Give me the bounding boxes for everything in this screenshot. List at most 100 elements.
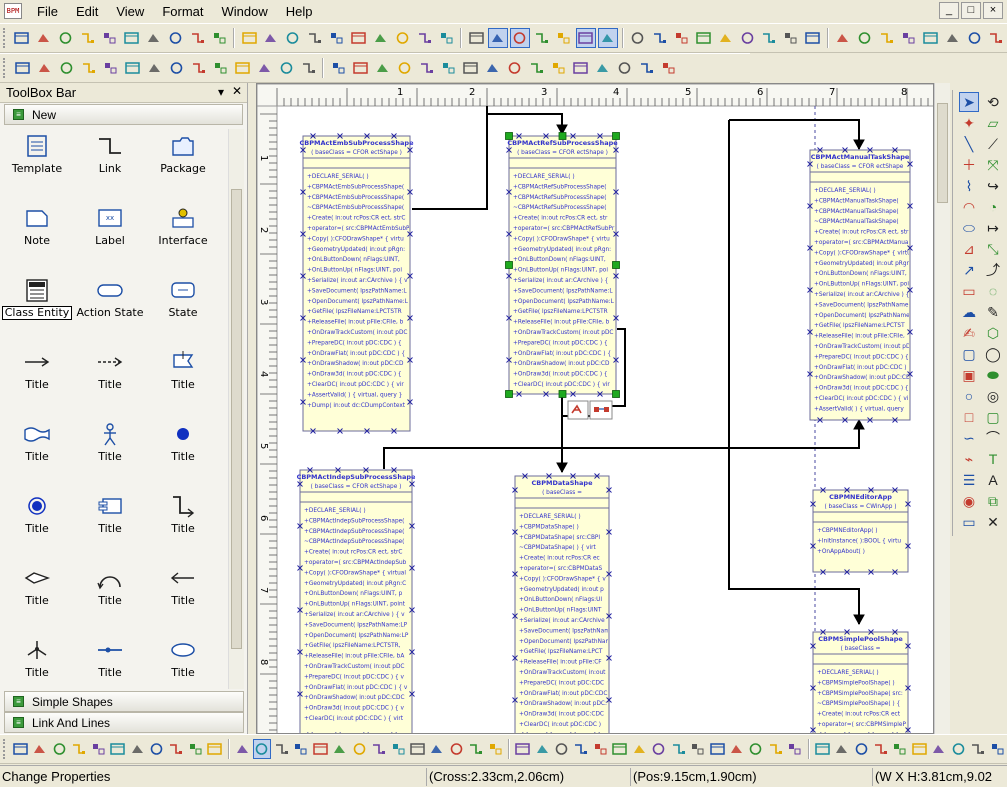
close-button[interactable]: × (983, 2, 1003, 19)
list-icon[interactable]: ☰ (962, 471, 976, 488)
rounded-square-icon[interactable]: ▢ (986, 408, 1000, 425)
canvas-vertical-scrollbar[interactable] (934, 83, 950, 734)
copy-button[interactable] (143, 28, 163, 48)
tool-package[interactable]: Package (146, 127, 220, 187)
route-button[interactable] (532, 28, 552, 48)
toolbox-scrollbar[interactable] (228, 129, 244, 689)
rotate-icon[interactable]: ⟲ (987, 93, 999, 110)
bend-button[interactable] (460, 58, 480, 78)
link-dot-button[interactable] (276, 58, 296, 78)
port-button[interactable] (554, 28, 574, 48)
ungroup-button[interactable] (428, 739, 445, 759)
close-tool-icon[interactable]: ✕ (987, 513, 999, 530)
link-bezier-button[interactable] (188, 58, 208, 78)
link-diamond-button[interactable] (122, 58, 142, 78)
align-left-button[interactable] (109, 739, 126, 759)
tool-target[interactable]: Title (0, 487, 74, 547)
bring-forward-button[interactable] (872, 739, 889, 759)
new-button[interactable] (964, 28, 984, 48)
align-bottom-button[interactable] (708, 739, 725, 759)
toolbar-grip[interactable] (3, 58, 7, 78)
anchor-button[interactable] (416, 58, 436, 78)
ungroup-button[interactable] (855, 28, 875, 48)
group-button[interactable] (409, 739, 426, 759)
font-button[interactable] (370, 28, 390, 48)
link-both-button[interactable] (100, 58, 120, 78)
rect-tool-button[interactable] (649, 28, 669, 48)
space-down-button[interactable] (253, 739, 271, 759)
link-button[interactable] (488, 28, 508, 48)
rotate-right-button[interactable] (90, 739, 107, 759)
connector-line[interactable] (729, 119, 860, 149)
close-icon[interactable]: ✕ (232, 84, 243, 98)
cross-icon[interactable]: ＋ (962, 157, 976, 173)
resize-handle[interactable] (558, 390, 567, 398)
same-size-button[interactable] (814, 739, 831, 759)
shape-button[interactable] (283, 28, 303, 48)
tool-action-state[interactable]: Action State (73, 271, 147, 331)
align-center-button[interactable] (128, 739, 145, 759)
tool-back-arrow[interactable]: Title (0, 559, 74, 619)
mirror-button[interactable] (504, 58, 524, 78)
link-straight-button[interactable] (12, 58, 32, 78)
bring-front-button[interactable] (331, 739, 348, 759)
tool-component[interactable]: Title (73, 487, 147, 547)
same-width-button[interactable] (767, 739, 784, 759)
globe-icon[interactable]: ◉ (962, 492, 976, 509)
send-backward-button[interactable] (891, 739, 908, 759)
space-across-button[interactable] (728, 739, 745, 759)
open-button[interactable] (34, 28, 54, 48)
point-edit-icon[interactable]: ✦ (963, 114, 975, 131)
same-height-button[interactable] (292, 739, 309, 759)
link-elbow-button[interactable] (34, 58, 54, 78)
class-box-frame[interactable] (299, 469, 413, 734)
dimension-icon[interactable]: ↦ (987, 219, 999, 236)
space-across-button[interactable] (234, 739, 251, 759)
freehand-icon[interactable]: ✍ (963, 324, 975, 341)
component-button[interactable] (715, 28, 735, 48)
align-top-button[interactable] (669, 739, 686, 759)
distribute-button[interactable] (988, 739, 1005, 759)
ungroup-button[interactable] (930, 739, 947, 759)
line-icon[interactable]: ╲ (964, 135, 974, 152)
menu-format[interactable]: Format (162, 3, 204, 19)
window-frame-icon[interactable]: ▭ (962, 513, 976, 530)
pan-button[interactable] (759, 28, 779, 48)
line-button[interactable] (392, 28, 412, 48)
link-both-button[interactable] (658, 58, 678, 78)
select-arrow-icon[interactable]: ➤ (959, 92, 979, 112)
tool-flag[interactable]: Title (146, 343, 220, 403)
tool-arrow-right[interactable]: Title (0, 343, 74, 403)
class-box-frame[interactable] (812, 489, 909, 573)
class-box[interactable]: CBPMDataShape( baseClass =+DECLARE_SERIA… (512, 473, 612, 735)
box-icon[interactable]: ▢ (962, 345, 976, 362)
help-button[interactable] (239, 28, 259, 48)
cut-button[interactable] (122, 28, 142, 48)
flip-horizontal-button[interactable] (533, 739, 550, 759)
group-button[interactable] (833, 28, 853, 48)
grid-button[interactable] (187, 28, 207, 48)
polygon-icon[interactable]: ▱ (987, 114, 999, 131)
connector-line[interactable] (383, 420, 860, 469)
resize-handle[interactable] (505, 132, 513, 140)
undo-button[interactable] (78, 28, 98, 48)
unlock-button[interactable] (572, 739, 589, 759)
class-box[interactable]: CBPMActEmbSubProcessShape( baseClass = C… (300, 133, 415, 434)
section-new[interactable]: ≡ New (4, 104, 243, 125)
zigzag-icon[interactable]: ⌁ (964, 450, 974, 467)
oval-icon[interactable]: ⬬ (987, 366, 999, 383)
tool-note[interactable]: Note (0, 199, 74, 259)
center-page-button[interactable] (448, 739, 465, 759)
connector-line[interactable] (412, 106, 488, 210)
align-middle-button[interactable] (187, 739, 204, 759)
split-button[interactable] (350, 58, 370, 78)
dropdown-icon[interactable]: ▾ (218, 85, 225, 99)
tool-fork[interactable]: Title (0, 631, 74, 691)
wave-icon[interactable]: ∽ (963, 429, 975, 446)
same-height-button[interactable] (786, 739, 803, 759)
menu-file[interactable]: File (37, 3, 58, 19)
flip-button[interactable] (394, 58, 414, 78)
tool-filled-circle[interactable]: Title (146, 415, 220, 475)
zoom-in-button[interactable] (876, 28, 896, 48)
arrow-button[interactable] (414, 28, 434, 48)
